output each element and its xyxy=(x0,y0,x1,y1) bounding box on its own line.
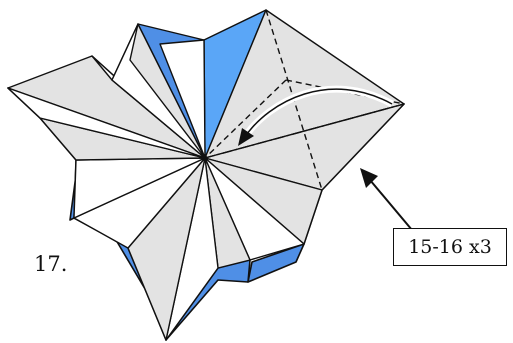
callout-pointer-line xyxy=(369,179,413,231)
fold-arrow xyxy=(238,85,394,146)
callout-pointer xyxy=(360,168,413,231)
callout-pointer-head xyxy=(360,168,378,188)
fold-arrow-head xyxy=(238,128,254,146)
valley-line-c xyxy=(204,79,287,159)
repeat-callout-box: 15-16 x3 xyxy=(393,228,507,266)
step-number: 17. xyxy=(34,252,68,276)
fold-arrow-curve-line xyxy=(243,88,393,139)
flap-white-b xyxy=(159,39,206,159)
mountain-line xyxy=(204,103,405,159)
wedge-left-c xyxy=(7,87,206,159)
flap-white-a xyxy=(111,23,206,159)
mountain-fold-lines xyxy=(204,103,405,159)
upper-left-flaps xyxy=(111,23,206,159)
repeat-callout-text: 15-16 x3 xyxy=(408,236,492,258)
